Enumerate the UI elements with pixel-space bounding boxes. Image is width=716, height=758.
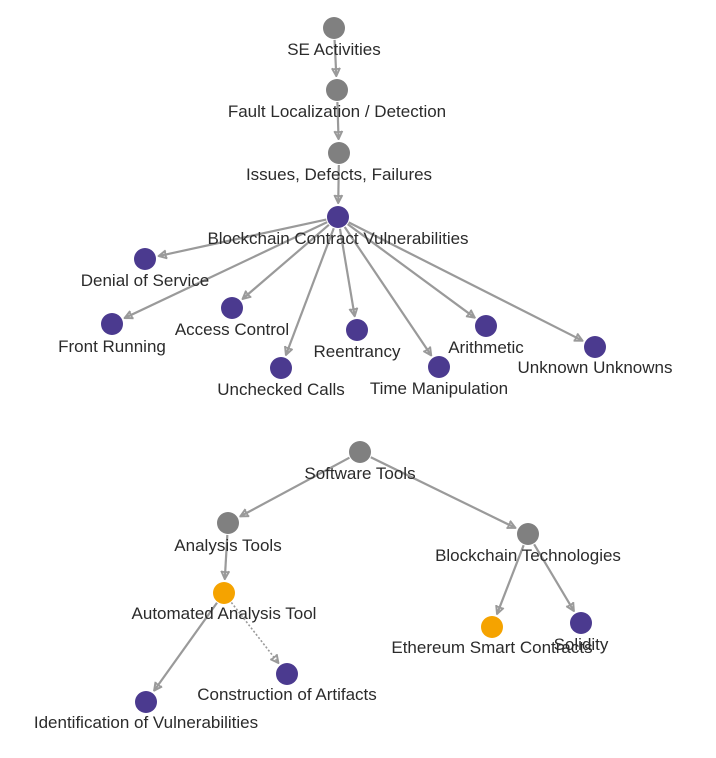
node-label-access: Access Control	[175, 320, 289, 339]
node-access[interactable]	[221, 297, 243, 319]
edge-tick-bcv-to-front	[128, 311, 134, 320]
node-label-analysis: Analysis Tools	[174, 536, 281, 555]
node-bcv[interactable]	[327, 206, 349, 228]
edge-tick-bcv-to-arith	[465, 309, 473, 318]
node-auto[interactable]	[213, 582, 235, 604]
node-label-unchecked: Unchecked Calls	[217, 380, 345, 399]
nodes-layer	[101, 17, 606, 713]
node-label-reentrancy: Reentrancy	[314, 342, 401, 361]
edge-tick-bcv-to-dos	[163, 250, 168, 259]
node-eth[interactable]	[481, 616, 503, 638]
node-label-tools: Software Tools	[304, 464, 415, 483]
edge-bcv-to-unchecked	[286, 227, 335, 355]
edge-tick-bctech-to-eth	[495, 605, 504, 610]
node-label-time: Time Manipulation	[370, 379, 508, 398]
node-label-solidity: Solidity	[554, 635, 609, 654]
edge-tick-bcv-to-reentrancy	[349, 307, 358, 311]
node-tools[interactable]	[349, 441, 371, 463]
node-label-constr: Construction of Artifacts	[197, 685, 377, 704]
node-fault[interactable]	[326, 79, 348, 101]
edge-auto-to-constr	[230, 601, 278, 662]
edge-tick-tools-to-analysis	[243, 509, 250, 518]
edge-tick-bctech-to-solidity	[566, 602, 575, 608]
node-reentrancy[interactable]	[346, 319, 368, 341]
node-label-idvuln: Identification of Vulnerabilities	[34, 713, 258, 732]
node-label-unknown: Unknown Unknowns	[518, 358, 673, 377]
node-analysis[interactable]	[217, 512, 239, 534]
node-arith[interactable]	[475, 315, 497, 337]
node-dos[interactable]	[134, 248, 156, 270]
node-time[interactable]	[428, 356, 450, 378]
edge-bcv-to-front	[125, 221, 328, 318]
edge-bctech-to-eth	[497, 544, 525, 614]
edge-bcv-to-dos	[159, 218, 327, 256]
edge-bctech-to-solidity	[533, 543, 574, 611]
edges-layer	[125, 39, 583, 691]
node-constr[interactable]	[276, 663, 298, 685]
edge-auto-to-idvuln	[154, 602, 218, 691]
node-label-se: SE Activities	[287, 40, 381, 59]
edge-tools-to-analysis	[240, 456, 350, 517]
edge-se-to-fault	[335, 39, 337, 76]
edge-bcv-to-reentrancy	[338, 228, 355, 316]
edge-bcv-to-time	[343, 226, 431, 355]
node-label-issues: Issues, Defects, Failures	[246, 165, 432, 184]
edge-tick-bcv-to-access	[244, 290, 252, 298]
node-label-bcv: Blockchain Contract Vulnerabilities	[207, 229, 468, 248]
edge-bcv-to-arith	[347, 223, 475, 318]
edge-bcv-to-access	[243, 223, 330, 299]
edge-tick-auto-to-idvuln	[154, 681, 162, 688]
node-issues[interactable]	[328, 142, 350, 164]
node-label-arith: Arithmetic	[448, 338, 524, 357]
node-unchecked[interactable]	[270, 357, 292, 379]
edge-tick-bcv-to-time	[423, 346, 432, 353]
node-label-front: Front Running	[58, 337, 166, 356]
node-label-auto: Automated Analysis Tool	[132, 604, 317, 623]
node-solidity[interactable]	[570, 612, 592, 634]
node-label-bctech: Blockchain Technologies	[435, 546, 621, 565]
node-unknown[interactable]	[584, 336, 606, 358]
edge-tick-bcv-to-unchecked	[284, 346, 293, 351]
node-label-dos: Denial of Service	[81, 271, 210, 290]
edge-tick-tools-to-bctech	[506, 520, 512, 529]
node-label-fault: Fault Localization / Detection	[228, 102, 446, 121]
node-front[interactable]	[101, 313, 123, 335]
node-label-eth: Ethereum Smart Contracts	[391, 638, 592, 657]
node-idvuln[interactable]	[135, 691, 157, 713]
node-bctech[interactable]	[517, 523, 539, 545]
edge-bcv-to-unknown	[348, 221, 583, 340]
node-se[interactable]	[323, 17, 345, 39]
edge-tick-bcv-to-unknown	[573, 333, 579, 342]
edge-tools-to-bctech	[370, 456, 516, 528]
edge-tick-auto-to-constr	[270, 654, 278, 661]
